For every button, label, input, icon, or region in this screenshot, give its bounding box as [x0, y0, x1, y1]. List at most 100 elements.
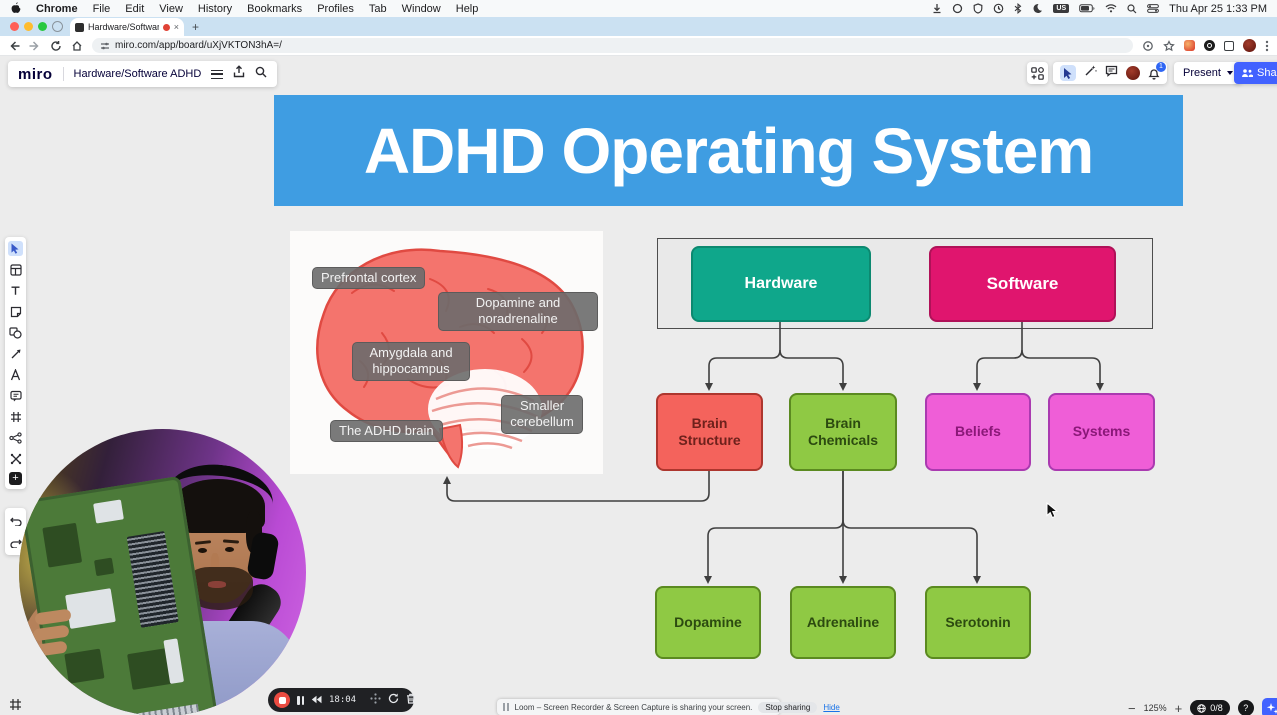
pause-recording-icon[interactable]	[297, 695, 304, 705]
comments-icon[interactable]	[1105, 64, 1118, 82]
drag-handle-icon[interactable]	[370, 691, 381, 709]
zoom-in-button[interactable]: +	[1174, 700, 1183, 715]
text-tool[interactable]	[8, 283, 23, 298]
flowchart-node-software[interactable]: Software	[929, 246, 1116, 322]
node-label: Hardware	[744, 275, 818, 292]
menubar-clock[interactable]: Thu Apr 25 1:33 PM	[1169, 2, 1267, 15]
menu-file[interactable]: File	[92, 2, 111, 15]
menu-window[interactable]: Window	[401, 2, 441, 15]
templates-tool[interactable]	[8, 262, 23, 277]
battery-icon[interactable]	[1079, 4, 1095, 13]
forward-icon[interactable]	[29, 40, 41, 52]
laser-pointer-icon[interactable]	[1084, 64, 1098, 82]
bluetooth-icon[interactable]	[1014, 3, 1022, 14]
reload-icon[interactable]	[50, 40, 62, 52]
zoom-level[interactable]: 125%	[1143, 703, 1167, 713]
connector-tool[interactable]	[8, 346, 23, 361]
miro-assist-button[interactable]	[1261, 698, 1277, 715]
add-tools-button[interactable]: +	[9, 472, 22, 485]
comment-tool[interactable]	[8, 388, 23, 403]
tab-overview-icon[interactable]	[52, 21, 63, 32]
tab-title: Hardware/Software ADH	[88, 22, 159, 32]
status-circle-icon[interactable]	[952, 3, 963, 14]
share-button[interactable]: Share	[1234, 62, 1277, 84]
window-zoom-button[interactable]	[38, 22, 47, 31]
clock-status-icon[interactable]	[993, 3, 1004, 14]
site-settings-icon[interactable]	[100, 41, 110, 51]
select-tool[interactable]	[8, 241, 23, 256]
flowchart-node-brain-chemicals[interactable]: Brain Chemicals	[789, 393, 897, 471]
collaborator-avatar[interactable]	[1126, 66, 1140, 80]
window-close-button[interactable]	[10, 22, 19, 31]
export-icon[interactable]	[233, 65, 245, 83]
bookmark-star-icon[interactable]	[1163, 39, 1175, 52]
restart-recording-icon[interactable]	[388, 691, 399, 709]
menu-bookmarks[interactable]: Bookmarks	[247, 2, 303, 15]
frames-panel-button[interactable]	[6, 696, 24, 713]
browser-profile-avatar[interactable]	[1243, 39, 1256, 52]
sticky-note-tool[interactable]	[8, 304, 23, 319]
new-tab-button[interactable]: +	[192, 20, 200, 34]
control-center-icon[interactable]	[1147, 4, 1160, 13]
eye	[198, 548, 207, 553]
stop-sharing-button[interactable]: Stop sharing	[758, 701, 818, 713]
hide-link[interactable]: Hide	[823, 702, 840, 712]
present-button[interactable]: Present	[1174, 62, 1242, 84]
apple-menu-icon[interactable]	[10, 2, 21, 15]
window-minimize-button[interactable]	[24, 22, 33, 31]
restart-back-icon[interactable]	[311, 691, 322, 709]
flowchart-node-beliefs[interactable]: Beliefs	[925, 393, 1031, 471]
frame-tool[interactable]	[8, 409, 23, 424]
menu-tab[interactable]: Tab	[368, 2, 387, 15]
extension-icon[interactable]	[1184, 40, 1195, 51]
present-label: Present	[1183, 67, 1221, 79]
browser-tab[interactable]: Hardware/Software ADH ×	[70, 18, 184, 36]
chrome-menu-kebab-icon[interactable]	[1265, 40, 1269, 52]
flowchart-node-brain-structure[interactable]: Brain Structure	[656, 393, 763, 471]
do-not-disturb-moon-icon[interactable]	[1032, 3, 1043, 14]
stop-recording-button[interactable]	[274, 692, 290, 708]
back-icon[interactable]	[8, 40, 20, 52]
board-title-banner[interactable]: ADHD Operating System	[274, 95, 1183, 206]
menu-help[interactable]: Help	[455, 2, 479, 15]
flowchart-node-hardware[interactable]: Hardware	[691, 246, 871, 322]
frames-counter-pill[interactable]: 0/8	[1190, 700, 1230, 715]
home-icon[interactable]	[71, 40, 83, 52]
node-label: Dopamine	[674, 613, 742, 630]
active-cursor-tool[interactable]	[1060, 65, 1076, 81]
search-icon[interactable]	[255, 65, 267, 83]
input-source-badge[interactable]: US	[1053, 4, 1070, 13]
adhd-brain-image[interactable]: Prefrontal cortex Dopamine and noradrena…	[290, 231, 603, 474]
loom-extension-icon[interactable]	[1204, 40, 1215, 51]
tab-close-icon[interactable]: ×	[173, 21, 179, 32]
pen-tool[interactable]	[8, 367, 23, 382]
zoom-out-button[interactable]: −	[1128, 700, 1136, 715]
menu-history[interactable]: History	[197, 2, 233, 15]
delete-recording-icon[interactable]	[406, 691, 416, 709]
wifi-icon[interactable]	[1105, 4, 1117, 13]
flowchart-node-adrenaline[interactable]: Adrenaline	[790, 586, 896, 659]
download-status-icon[interactable]	[932, 3, 942, 14]
menu-view[interactable]: View	[159, 2, 183, 15]
miro-logo[interactable]: miro	[18, 65, 53, 83]
webcam-overlay[interactable]	[19, 429, 306, 715]
flowchart-node-systems[interactable]: Systems	[1048, 393, 1155, 471]
flowchart-node-dopamine[interactable]: Dopamine	[655, 586, 761, 659]
board-menu-icon[interactable]	[211, 69, 224, 79]
help-button[interactable]: ?	[1237, 700, 1254, 715]
widgets-button[interactable]	[1027, 62, 1048, 84]
flowchart-node-serotonin[interactable]: Serotonin	[925, 586, 1031, 659]
extensions-menu-icon[interactable]	[1224, 40, 1234, 51]
notifications-button[interactable]: 1	[1148, 61, 1166, 80]
board-title[interactable]: Hardware/Software ADHD	[73, 68, 202, 80]
address-bar[interactable]: miro.com/app/board/uXjVKTON3hA=/	[92, 38, 1133, 53]
spotlight-search-icon[interactable]	[1127, 3, 1137, 14]
menu-profiles[interactable]: Profiles	[317, 2, 354, 15]
apps-tool[interactable]	[8, 451, 23, 466]
reader-mode-icon[interactable]	[1142, 40, 1154, 52]
shield-status-icon[interactable]	[973, 3, 983, 14]
shapes-tool[interactable]	[8, 325, 23, 340]
chrome-tab-strip: Hardware/Software ADH × +	[0, 17, 1277, 36]
menu-edit[interactable]: Edit	[125, 2, 145, 15]
menu-app-name[interactable]: Chrome	[36, 2, 78, 15]
